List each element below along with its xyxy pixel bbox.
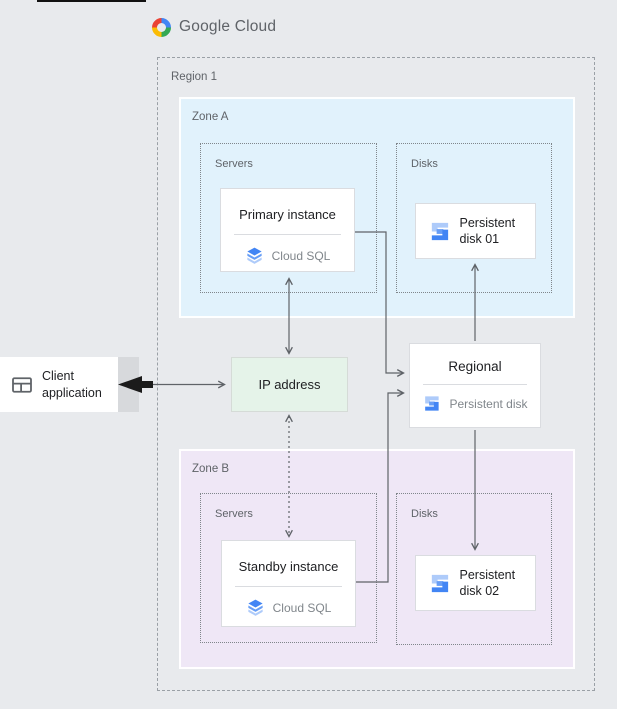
zone-a-label: Zone A: [192, 111, 229, 123]
client-node-shadow: [118, 357, 139, 412]
client-application-label: Client application: [42, 369, 102, 400]
persistent-disk-02-label: Persistent disk 02: [459, 567, 516, 598]
persistent-disk-01-label: Persistent disk 01: [459, 215, 516, 246]
zone-a-disks-label: Disks: [411, 158, 438, 170]
standby-instance-product: Cloud SQL: [272, 600, 332, 615]
client-application-window-icon: [12, 376, 32, 393]
zone-a-servers-label: Servers: [215, 158, 253, 170]
google-cloud-logo-text: Google Cloud: [179, 18, 277, 35]
region-boundary: Region 1: [157, 57, 595, 691]
persistent-disk-icon: [431, 222, 448, 240]
card-divider: [423, 384, 527, 385]
persistent-disk-01-card: Persistent disk 01: [415, 203, 536, 259]
persistent-disk-icon: [431, 574, 448, 592]
zone-b-label: Zone B: [192, 463, 230, 475]
google-cloud-logo: Google Cloud: [148, 13, 277, 41]
card-divider: [234, 234, 341, 235]
persistent-disk-02-card: Persistent disk 02: [415, 555, 536, 611]
card-divider: [235, 586, 342, 587]
cloud-sql-icon: [248, 599, 263, 616]
regional-title: Regional: [448, 359, 502, 374]
top-crop-bar: [37, 0, 146, 2]
zone-a-disks-group: Disks: [396, 143, 552, 293]
google-cloud-logo-icon: [148, 13, 175, 41]
standby-instance-title: Standby instance: [238, 559, 339, 574]
regional-subtitle: Persistent disk: [449, 396, 528, 411]
standby-instance-card: Standby instance Cloud SQL: [221, 540, 356, 627]
ip-address-label: IP address: [258, 377, 321, 392]
cloud-sql-icon: [247, 247, 262, 264]
ip-address-node: IP address: [231, 357, 348, 412]
primary-instance-title: Primary instance: [239, 207, 336, 222]
region-label: Region 1: [171, 71, 218, 83]
primary-instance-product: Cloud SQL: [271, 248, 331, 263]
primary-instance-card: Primary instance Cloud SQL: [220, 188, 355, 272]
zone-b-disks-label: Disks: [411, 508, 438, 520]
persistent-disk-icon: [425, 396, 440, 411]
client-application-node: Client application: [0, 357, 118, 412]
regional-persistent-disk-card: Regional Persistent disk: [409, 343, 541, 428]
zone-b-servers-label: Servers: [215, 508, 253, 520]
